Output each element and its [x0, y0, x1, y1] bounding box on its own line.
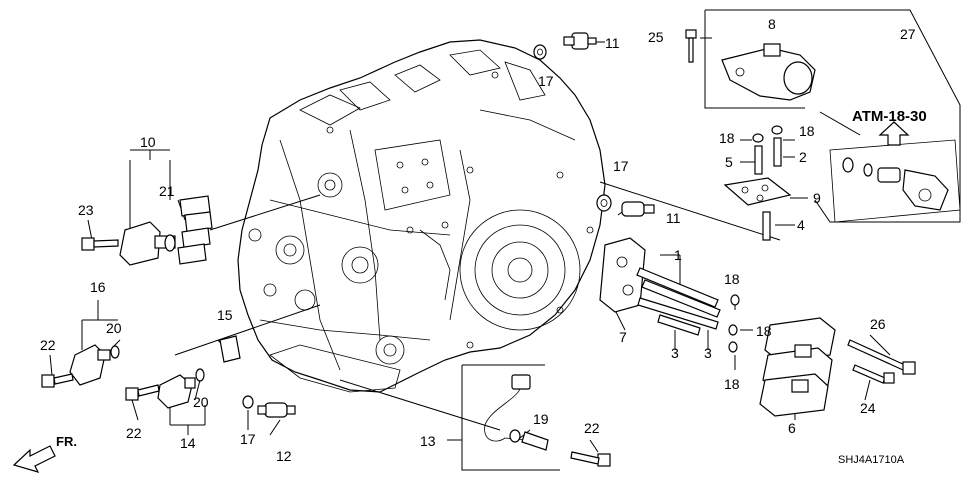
- callout-22: 22: [126, 425, 142, 441]
- part-code: SHJ4A1710A: [838, 454, 905, 466]
- part-11-mid-sensor: [621, 201, 655, 217]
- callout-18: 18: [724, 376, 740, 392]
- callout-26: 26: [870, 316, 886, 332]
- parts: [41, 29, 961, 467]
- part-13-harness: [484, 374, 549, 451]
- reference-label: ATM-18-30: [852, 108, 927, 125]
- part-12-sensor: [257, 402, 296, 418]
- part-21-oring: [164, 234, 176, 252]
- part-3-pipes: [637, 297, 719, 336]
- callout-25: 25: [648, 29, 664, 45]
- callout-4: 4: [797, 217, 805, 233]
- callout-27: 27: [900, 26, 916, 42]
- callout-17: 17: [538, 73, 554, 89]
- callout-8: 8: [768, 16, 776, 32]
- part-22-bolt-b: [125, 384, 160, 401]
- part-16-sensor: [69, 344, 111, 386]
- part-4-pin: [762, 211, 771, 241]
- transmission-housing: [237, 39, 606, 393]
- callout-13: 13: [420, 433, 436, 449]
- part-24-bolt: [852, 364, 895, 384]
- callout-20: 20: [193, 394, 209, 410]
- callout-20: 20: [106, 320, 122, 336]
- callout-5: 5: [725, 154, 733, 170]
- part-22-bolt-a: [41, 373, 74, 388]
- part-23-bolt: [81, 237, 119, 251]
- callout-18: 18: [756, 323, 772, 339]
- part-18-orifices: [752, 125, 783, 143]
- front-direction-marker: FR.: [12, 434, 77, 473]
- part-26-bolt: [847, 339, 916, 375]
- part-9-plate: [723, 177, 792, 206]
- up-arrow: [878, 121, 910, 146]
- part-5-pin: [754, 145, 763, 175]
- callout-11: 11: [605, 35, 620, 51]
- callouts: 1 2 3 3 4 5 6 7 8 9 10 11 11 12 13 14 15…: [40, 16, 916, 464]
- callout-12: 12: [276, 448, 292, 464]
- part-11-top-sensor: [563, 32, 597, 50]
- callout-9: 9: [813, 190, 821, 206]
- callout-19: 19: [533, 411, 549, 427]
- callout-3: 3: [671, 345, 679, 361]
- part-17-washer-mid: [596, 194, 612, 212]
- part-15-bracket: [219, 335, 241, 363]
- part-17-washer-bottom: [242, 395, 254, 409]
- callout-22: 22: [584, 420, 600, 436]
- callout-6: 6: [788, 420, 796, 436]
- callout-22: 22: [40, 337, 56, 353]
- callout-23: 23: [78, 202, 94, 218]
- part-10-clips: [177, 195, 213, 265]
- part-17-washer-top: [533, 44, 547, 60]
- part-14-sensor: [157, 374, 196, 409]
- callout-16: 16: [90, 279, 106, 295]
- callout-21: 21: [159, 183, 175, 199]
- callout-14: 14: [180, 435, 196, 451]
- part-20-oring-b: [195, 368, 205, 382]
- part-2-pin: [773, 137, 782, 167]
- callout-2: 2: [799, 149, 807, 165]
- callout-18: 18: [719, 130, 735, 146]
- part-18-orings: [728, 294, 740, 353]
- callout-3: 3: [704, 345, 712, 361]
- part-22-bolt-c: [570, 451, 611, 467]
- part-8-solenoid: [721, 43, 816, 101]
- callout-17: 17: [240, 431, 256, 447]
- part-25-bolt: [685, 29, 697, 63]
- callout-10: 10: [140, 134, 156, 150]
- front-marker-label: FR.: [56, 434, 77, 449]
- callout-18: 18: [799, 123, 815, 139]
- part-6-solenoids: [759, 317, 836, 417]
- callout-15: 15: [217, 307, 233, 323]
- callout-24: 24: [860, 400, 876, 416]
- callout-7: 7: [619, 329, 627, 345]
- callout-1: 1: [674, 247, 682, 263]
- atm-parts-exploded: [829, 139, 961, 223]
- part-20-oring-a: [110, 345, 120, 359]
- callout-11: 11: [666, 210, 681, 226]
- part-1-pipes: [636, 267, 721, 318]
- part-19-oring: [509, 429, 521, 443]
- callout-18: 18: [724, 271, 740, 287]
- callout-17: 17: [613, 158, 629, 174]
